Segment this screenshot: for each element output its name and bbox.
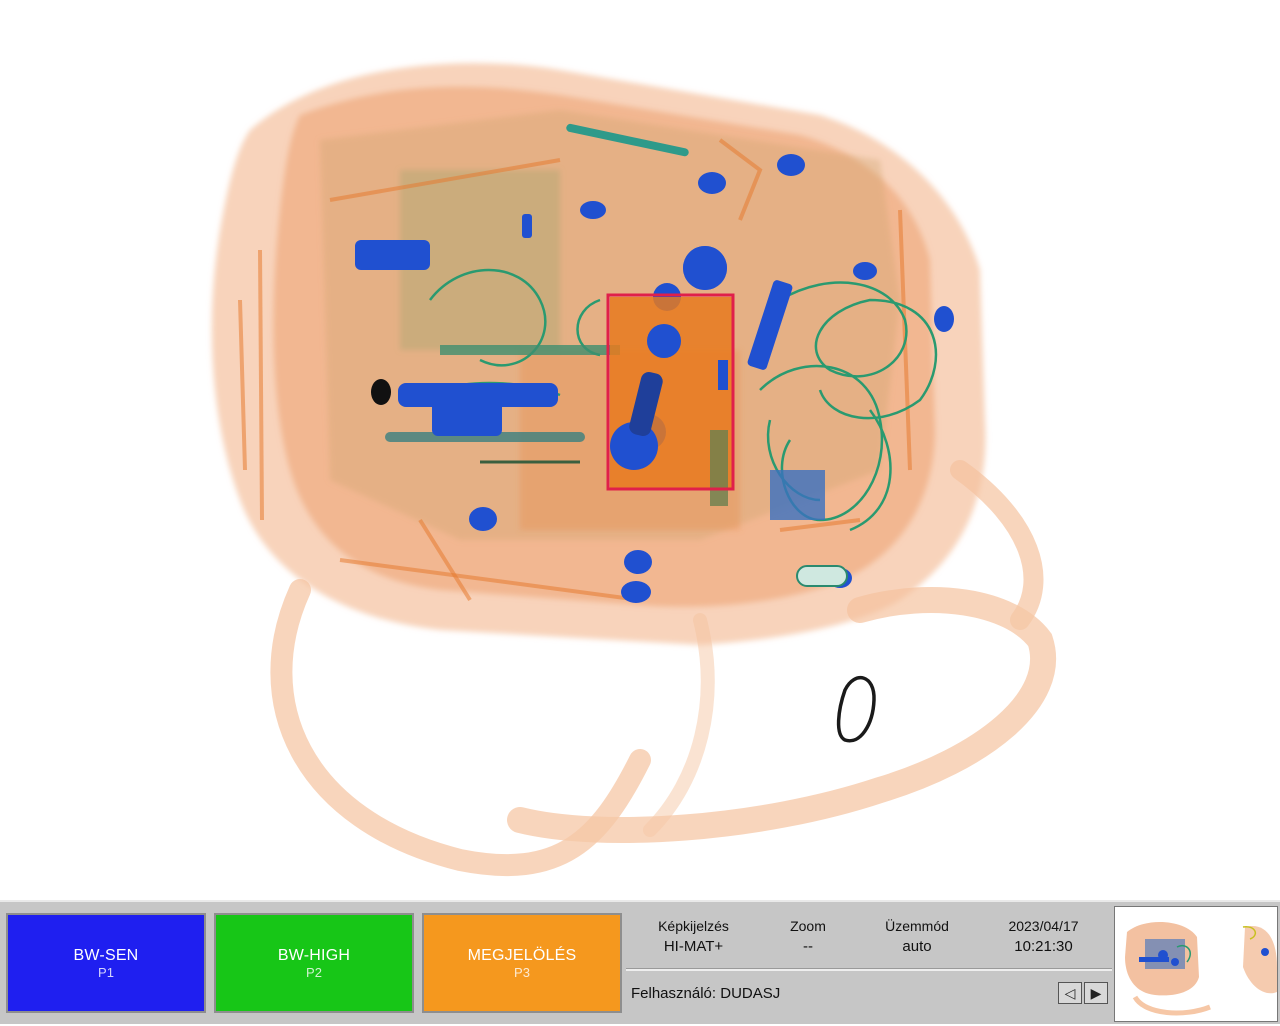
next-image-button[interactable]: ▶ xyxy=(1084,982,1108,1004)
status-panel: Képkijelzés HI-MAT+ Zoom -- Üzemmód auto… xyxy=(626,902,1112,1026)
bw-sen-button[interactable]: BW-SEN P1 xyxy=(6,913,206,1013)
ring-object xyxy=(836,675,876,743)
bw-sen-shortcut: P1 xyxy=(98,964,114,980)
bag-strap xyxy=(270,460,1057,877)
scan-thumbnail[interactable] xyxy=(1114,906,1278,1022)
date-value: 2023/04/17 xyxy=(1008,918,1079,934)
divider xyxy=(626,968,1112,971)
triangle-left-icon: ◁ xyxy=(1064,984,1076,1001)
control-bar: BW-SEN P1 BW-HIGH P2 MEGJELÖLÉS P3 Képki… xyxy=(0,900,1280,1024)
operation-mode-label: Üzemmód xyxy=(885,918,949,934)
xray-image-viewer[interactable] xyxy=(0,0,1280,900)
xray-scan-image xyxy=(211,63,1057,877)
time-value: 10:21:30 xyxy=(1014,938,1073,955)
thumbnail-image xyxy=(1125,921,1277,1016)
mark-label: MEGJELÖLÉS xyxy=(467,946,577,964)
zoom-label: Zoom xyxy=(790,918,826,934)
mark-shortcut: P3 xyxy=(514,964,530,980)
triangle-right-icon: ▶ xyxy=(1090,984,1102,1001)
cylinder-object xyxy=(796,565,848,587)
dense-object xyxy=(371,379,391,405)
datetime-status: 2023/04/17 10:21:30 xyxy=(996,916,1091,958)
operation-mode-value: auto xyxy=(902,938,932,955)
bw-high-button[interactable]: BW-HIGH P2 xyxy=(214,913,414,1013)
display-mode-label: Képkijelzés xyxy=(658,918,729,934)
previous-image-button[interactable]: ◁ xyxy=(1058,982,1082,1004)
display-mode-value: HI-MAT+ xyxy=(663,938,724,955)
user-name: DUDASJ xyxy=(720,985,781,1002)
pen-object xyxy=(566,123,689,157)
threat-highlight-box[interactable] xyxy=(606,293,735,491)
operation-mode-status: Üzemmód auto xyxy=(872,916,962,958)
bw-high-shortcut: P2 xyxy=(306,964,322,980)
threat-region xyxy=(606,246,735,506)
mark-button[interactable]: MEGJELÖLÉS P3 xyxy=(422,913,622,1013)
bw-high-label: BW-HIGH xyxy=(277,946,351,964)
display-mode-status: Képkijelzés HI-MAT+ xyxy=(646,916,741,958)
bw-sen-label: BW-SEN xyxy=(73,946,139,964)
user-info: Felhasználó: DUDASJ xyxy=(631,985,780,1002)
zoom-value: -- xyxy=(803,938,813,955)
zoom-status: Zoom -- xyxy=(768,916,848,958)
user-label: Felhasználó: xyxy=(631,985,717,1002)
rod-object xyxy=(440,345,620,355)
